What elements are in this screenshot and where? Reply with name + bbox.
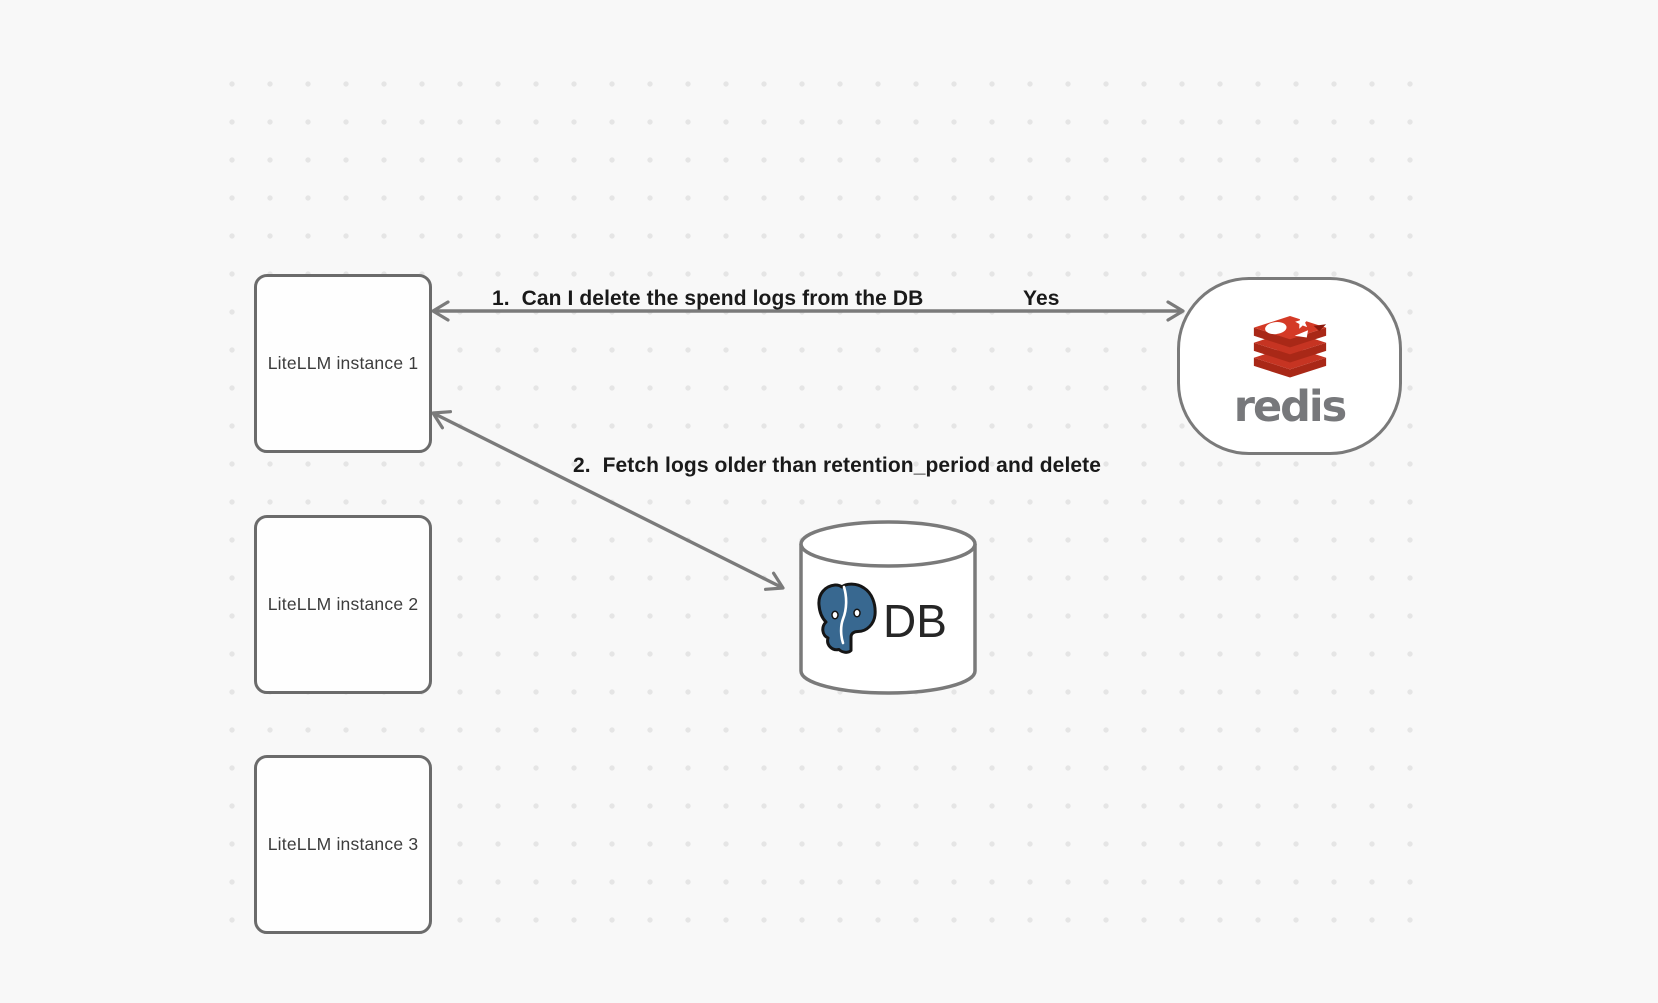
redis-node: redis: [1177, 277, 1402, 455]
db-cylinder: DB: [799, 520, 977, 695]
edge-label-yes: Yes: [1023, 287, 1060, 310]
edge-label-fetch-logs: 2. Fetch logs older than retention_perio…: [573, 454, 1102, 477]
edge-label-delete-spend-logs: 1. Can I delete the spend logs from the …: [492, 287, 924, 310]
litellm-instance-3-node: LiteLLM instance 3: [254, 755, 432, 934]
litellm-instance-2-node: LiteLLM instance 2: [254, 515, 432, 694]
litellm-instance-1-node: LiteLLM instance 1: [254, 274, 432, 453]
node-label: LiteLLM instance 3: [267, 834, 419, 854]
redis-stack-icon: [1253, 315, 1326, 378]
postgresql-elephant-icon: [817, 582, 877, 654]
postgres-db-node: DB: [797, 519, 979, 698]
node-label: LiteLLM instance 2: [267, 594, 419, 614]
node-label: LiteLLM instance 1: [267, 353, 419, 373]
redis-wordmark: redis: [1233, 382, 1347, 432]
db-label: DB: [883, 595, 947, 647]
